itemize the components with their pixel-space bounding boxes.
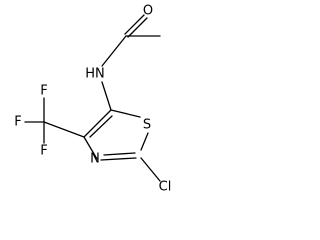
atom-chlorine: Cl (159, 180, 172, 195)
bond-c4-c5-double-a (83, 109, 112, 138)
bond-c2-chlorine (140, 157, 161, 182)
bond-c4-cf3 (43, 121, 85, 138)
bond-carbonyl-double-a (124, 14, 145, 35)
bond-carbonyl-amide-n (101, 35, 127, 67)
bond-c5-sulfur (110, 109, 141, 118)
bond-n-c4 (83, 136, 98, 160)
bond-c4-c5-double-b (89, 115, 113, 138)
atom-fluorine-1: F (40, 84, 47, 99)
bond-c2-n-double-b (103, 152, 136, 156)
atom-sulfur: S (143, 118, 151, 133)
atom-fluorine-3: F (40, 144, 47, 159)
bond-sulfur-c2 (140, 132, 149, 151)
atom-ring-nitrogen: N (90, 152, 100, 167)
bond-amide-n-ring (101, 81, 112, 111)
bonds (24, 14, 161, 182)
chemical-structure-diagram: O HN S N Cl F F F (14, 4, 171, 195)
atom-labels: O HN S N Cl F F F (14, 4, 171, 195)
atom-oxygen: O (143, 4, 153, 19)
bond-carbonyl-double-b (127, 17, 148, 38)
atom-fluorine-2: F (14, 115, 21, 130)
bond-c2-n-double-a (100, 157, 137, 161)
atom-amide-nitrogen: HN (85, 67, 105, 82)
